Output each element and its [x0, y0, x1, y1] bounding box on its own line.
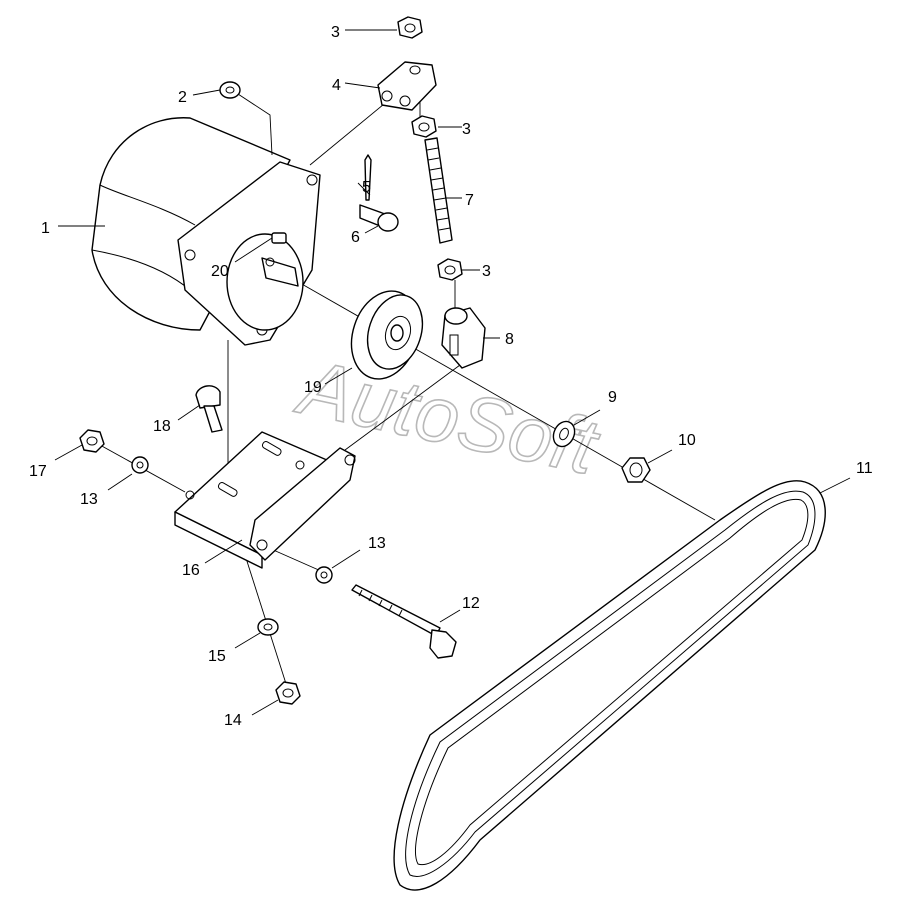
callout-17: 17 [29, 463, 47, 480]
leader-lines [54, 29, 851, 716]
clevis-pin [359, 204, 399, 232]
pulley [350, 290, 424, 380]
hex-nut-lower [437, 258, 463, 281]
cotter-pin [364, 154, 372, 201]
callout-14: 14 [224, 712, 242, 729]
callout-3-middle: 3 [462, 121, 471, 138]
callout-8: 8 [505, 331, 514, 348]
flat-washer-left [131, 456, 149, 474]
hex-nut-top [397, 16, 423, 39]
lock-washer [552, 420, 576, 448]
callout-19: 19 [304, 379, 322, 396]
v-belt [393, 480, 826, 891]
callout-11: 11 [856, 460, 873, 477]
callout-9: 9 [608, 389, 617, 406]
motor [91, 117, 321, 346]
adjusting-block [441, 307, 486, 369]
callout-3-top: 3 [331, 24, 340, 41]
callout-1: 1 [41, 220, 50, 237]
carriage-bolt [195, 385, 223, 433]
lock-washer-bottom [257, 618, 279, 636]
hex-nut-left [79, 429, 105, 453]
hex-nut-bottom [275, 681, 301, 705]
callout-7: 7 [465, 192, 474, 209]
callout-13-left: 13 [80, 491, 98, 508]
threaded-rod [424, 137, 453, 244]
callout-4: 4 [332, 77, 341, 94]
callout-16: 16 [182, 562, 200, 579]
mounting-bracket [174, 431, 356, 569]
callout-2: 2 [178, 89, 187, 106]
callout-6: 6 [351, 229, 360, 246]
hex-nut-pulley [621, 457, 651, 483]
callout-3-lower: 3 [482, 263, 491, 280]
long-bolt [351, 584, 457, 659]
callout-12: 12 [462, 595, 480, 612]
callout-18: 18 [153, 418, 171, 435]
callout-15: 15 [208, 648, 226, 665]
callout-13-right: 13 [368, 535, 386, 552]
flat-washer-right [315, 566, 333, 584]
clevis-bracket [377, 61, 437, 111]
callout-20: 20 [211, 263, 229, 280]
washer [219, 81, 273, 156]
hex-nut-middle [411, 115, 437, 138]
callout-5: 5 [362, 179, 371, 196]
callouts: 1 2 3 4 3 5 6 7 3 8 9 10 11 12 13 13 14 … [29, 24, 873, 729]
callout-10: 10 [678, 432, 696, 449]
